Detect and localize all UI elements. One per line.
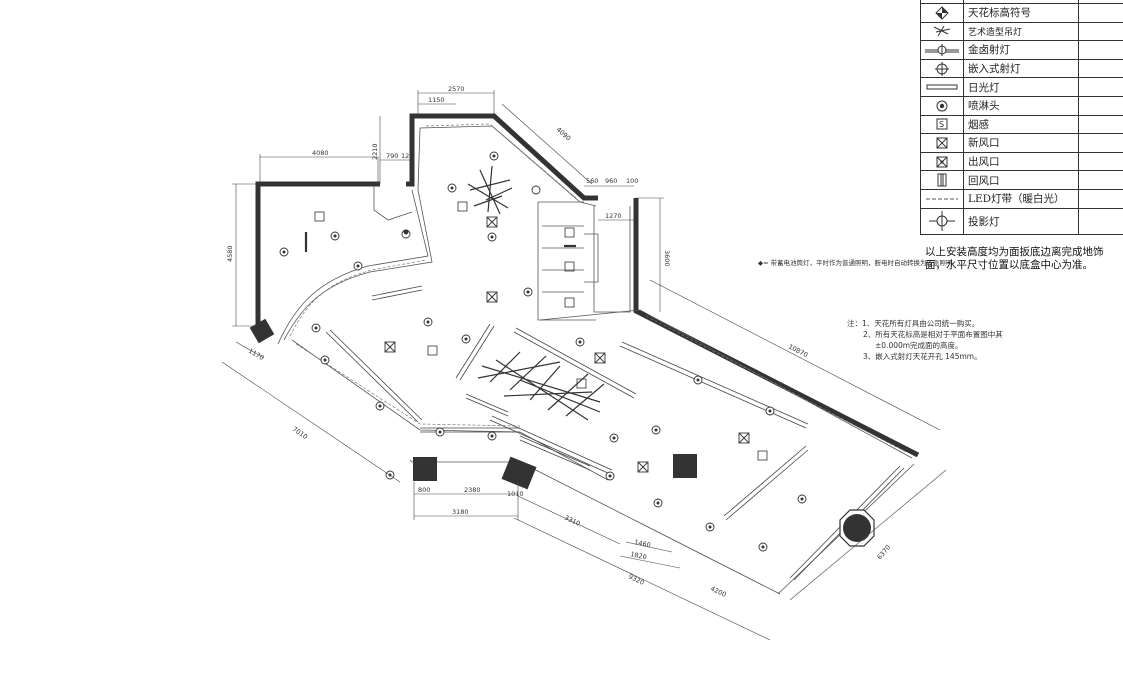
dim-2380: 2380 [464,486,481,494]
legend-row: 日光灯 [921,78,1123,97]
return-air-vent-icon [937,173,947,187]
air-vents [384,216,750,473]
legend-row: 投影灯 [921,208,1123,235]
column [501,456,537,490]
note-line: 注：1、天花所有灯具由公司统一购买。 [847,319,980,328]
note-line: 2、所有天花标高是相对于平面布置图中其 [863,330,1003,339]
legend-row: 新风口 [921,134,1123,153]
dim-1270: 1270 [605,212,622,220]
smoke-detector-icon: S [936,118,948,130]
dim-1150: 1150 [428,96,445,104]
golden-halide-spotlight-icon [925,43,959,56]
legend-label: 投影灯 [964,208,1079,234]
emergency-light-note: ◆= 带蓄电池筒灯，平时作为普通照明，断电时自动转换为应急照明 [758,259,953,267]
dim-3180: 3180 [452,508,469,516]
legend-label: 金卤射灯 [964,41,1079,59]
legend-label: 艺术造型吊灯 [964,22,1079,41]
dim-9320: 9320 [627,573,645,587]
interior-lines [277,125,915,595]
recessed-spotlight-icon [935,61,949,76]
fluorescent-lamps [304,232,576,252]
dim-1170: 1170 [247,347,265,362]
fluorescent-lamp-icon [926,84,958,90]
dim-2570: 2570 [448,85,465,93]
dim-800: 800 [418,486,430,494]
dim-4090: 4090 [555,126,573,143]
exhaust-vent-icon [936,156,948,168]
recessed-spotlights [279,151,807,552]
legend-label: 天花标高符号 [964,4,1079,22]
projection-lamp-icon [929,211,955,232]
dim-1820: 1820 [630,550,648,561]
dim-4580: 4580 [226,245,234,262]
legend-row: 嵌入式射灯 [921,59,1123,79]
legend-label: LED灯带（暖白光） [964,189,1079,208]
general-notes: 注：1、天花所有灯具由公司统一购买。 2、所有天花标高是相对于平面布置图中其 ±… [847,318,1003,362]
column [673,454,697,478]
dim-4200: 4200 [709,585,727,599]
art-pendant-lamp-clusters [467,165,605,421]
led-strip-icon [926,198,958,200]
dim-100: 100 [626,177,638,185]
legend-label: 新风口 [964,134,1079,152]
legend-label: 喷淋头 [964,96,1079,115]
dim-2210: 2210 [371,143,379,160]
sprinkler-heads [282,154,804,549]
legend-row: 喷淋头 [921,96,1123,116]
svg-text:S: S [939,120,944,129]
dim-7010: 7010 [291,425,309,441]
legend-label: 烟感 [964,115,1079,134]
legend-table: 天花标高符号 艺术造型吊灯 金卤射灯 嵌入式射灯 日光灯 喷淋头 S 烟感 新风… [920,0,1123,235]
dim-790: 790 [386,152,398,160]
dim-1010: 1010 [507,490,524,498]
dim-960: 960 [605,177,617,185]
dim-120: 120 [401,152,413,160]
legend-label: 回风口 [964,171,1079,189]
dim-4080: 4080 [312,149,329,157]
dimension-labels: 2570 1150 4080 790 120 2210 4580 4090 56… [226,85,892,599]
note-line: 3、嵌入式射灯天花开孔 145mm。 [863,352,982,361]
legend-label: 日光灯 [964,78,1079,96]
dimension-lines [221,90,947,641]
legend-row: 出风口 [921,152,1123,172]
legend-row: 回风口 [921,171,1123,190]
legend-row: 金卤射灯 [921,41,1123,60]
dim-3600: 3600 [663,250,671,267]
smoke-detectors [314,201,768,461]
dim-6370: 6370 [875,543,892,561]
dim-3310: 3310 [563,514,581,528]
legend-row: LED灯带（暖白光） [921,189,1123,209]
legend-label: 嵌入式射灯 [964,59,1079,78]
dim-560: 560 [586,177,598,185]
exterior-walls [255,113,920,458]
corner-column [249,318,275,344]
octagon-column-core [843,514,871,542]
sprinkler-head-icon [936,100,948,112]
track-light-rails [325,285,905,581]
column [413,457,437,481]
legend-label: 出风口 [964,152,1079,171]
note-line: ±0.000m完成面的高度。 [875,341,963,350]
legend-row: 天花标高符号 [921,4,1123,23]
dim-1460: 1460 [634,538,652,549]
legend-top-row [921,0,1123,4]
fresh-air-vent-icon [936,137,948,149]
led-strip-lines [289,123,907,453]
art-pendant-lamp-icon [933,26,951,37]
install-note: 以上安装高度均为面扳底边离完成地饰面，水平尺寸位置以底盒中心为准。 [925,246,1104,271]
legend-row: 艺术造型吊灯 [921,22,1123,42]
ceiling-height-symbol-icon [935,6,949,20]
legend-row: S 烟感 [921,115,1123,135]
